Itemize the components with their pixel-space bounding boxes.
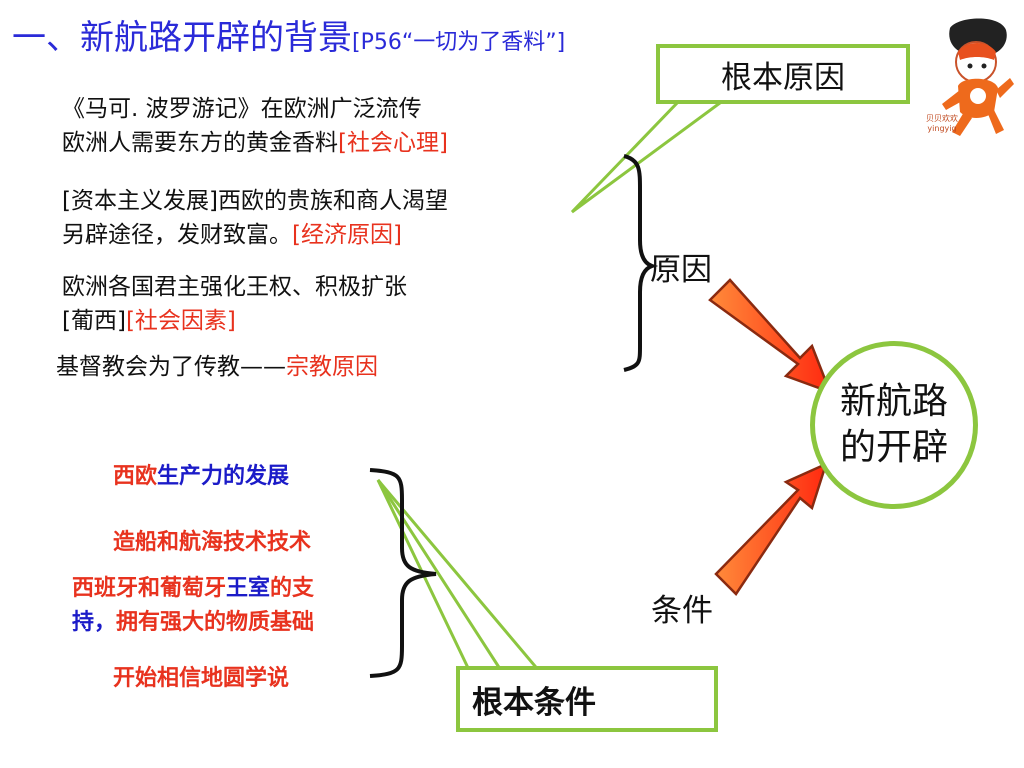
text-segment: [社会心理] <box>338 130 448 156</box>
text-segment: 基督教会为了传教—— <box>56 354 286 380</box>
root-cause-pointer <box>570 98 729 214</box>
causes-label: 原因 <box>650 252 712 288</box>
mascot-caption-line1: 贝贝欢欢 <box>926 114 958 123</box>
text-segment: 西班牙和葡萄牙 <box>72 576 227 601</box>
root-condition-callout: 根本条件 <box>456 666 718 732</box>
conditions-brace <box>369 468 437 678</box>
text-segment: 拥有强大的物质基础 <box>116 610 315 635</box>
mascot-caption: 贝贝欢欢 yingyig <box>926 114 958 134</box>
condition-item: 造船和航海技术技术 <box>113 524 311 556</box>
text-line: [葡西][社会因素] <box>62 304 407 338</box>
text-segment: 的支 <box>270 576 315 601</box>
text-segment: [经济原因] <box>292 222 402 248</box>
text-segment: 王室 <box>226 576 271 601</box>
root-cause-callout: 根本原因 <box>656 44 910 104</box>
conditions-label: 条件 <box>651 593 713 629</box>
text-line: 《马可. 波罗游记》在欧洲广泛流传 <box>62 92 448 126</box>
mascot-image <box>942 18 1014 136</box>
center-line-2: 的开辟 <box>839 427 948 468</box>
text-segment: [社会因素] <box>125 308 236 334</box>
text-segment: [资本主义发展]西欧的贵族和商人渴望 <box>62 188 448 214</box>
condition-item: 西欧生产力的发展 <box>113 458 289 490</box>
text-segment: 另辟途径，发财致富。 <box>62 222 292 248</box>
text-segment: 造船和航海技术技术 <box>113 530 312 555</box>
cause-item: [资本主义发展]西欧的贵族和商人渴望另辟途径，发财致富。[经济原因] <box>62 184 448 252</box>
text-segment: [葡西] <box>62 308 126 334</box>
text-line: 造船和航海技术技术 <box>113 524 311 556</box>
text-segment: 欧洲各国君主强化王权、积极扩张 <box>62 274 407 300</box>
text-line: [资本主义发展]西欧的贵族和商人渴望 <box>62 184 448 218</box>
text-segment: 宗教原因 <box>286 354 378 380</box>
cause-item: 基督教会为了传教——宗教原因 <box>56 350 378 384</box>
cause-item: 《马可. 波罗游记》在欧洲广泛流传欧洲人需要东方的黄金香料[社会心理] <box>62 92 448 160</box>
text-segment: 西欧 <box>113 464 158 489</box>
text-line: 欧洲人需要东方的黄金香料[社会心理] <box>62 126 448 160</box>
text-line: 西欧生产力的发展 <box>113 458 289 490</box>
new-sea-route-circle: 新航路 的开辟 <box>810 341 978 509</box>
text-segment: 的发展 <box>223 464 290 489</box>
text-segment: 《马可. 波罗游记》在欧洲广泛流传 <box>62 96 422 122</box>
title-main: 一、新航路开辟的背景 <box>12 18 352 58</box>
text-line: 基督教会为了传教——宗教原因 <box>56 350 378 384</box>
cause-arrow <box>708 278 833 395</box>
cause-item: 欧洲各国君主强化王权、积极扩张 [葡西][社会因素] <box>62 270 407 338</box>
center-line-1: 新航路 <box>839 381 948 422</box>
mascot-caption-line2: yingyig <box>927 124 957 133</box>
title-reference: [P56“一切为了香料”] <box>352 30 566 55</box>
slide-title: 一、新航路开辟的背景[P56“一切为了香料”] <box>12 10 565 59</box>
condition-item: 开始相信地圆学说 <box>113 660 289 692</box>
text-segment: 欧洲人需要东方的黄金香料 <box>62 130 338 156</box>
condition-item: 西班牙和葡萄牙王室的支持，拥有强大的物质基础 <box>72 572 314 640</box>
text-segment: 开始相信地圆学说 <box>113 666 290 691</box>
text-segment: 生产力 <box>157 464 224 489</box>
text-line: 持，拥有强大的物质基础 <box>72 606 314 640</box>
text-line: 另辟途径，发财致富。[经济原因] <box>62 218 448 252</box>
text-line: 西班牙和葡萄牙王室的支 <box>72 572 314 606</box>
text-segment: 持， <box>72 610 117 635</box>
text-line: 欧洲各国君主强化王权、积极扩张 <box>62 270 407 304</box>
causes-brace <box>623 154 659 372</box>
condition-arrow <box>714 461 829 596</box>
text-line: 开始相信地圆学说 <box>113 660 289 692</box>
